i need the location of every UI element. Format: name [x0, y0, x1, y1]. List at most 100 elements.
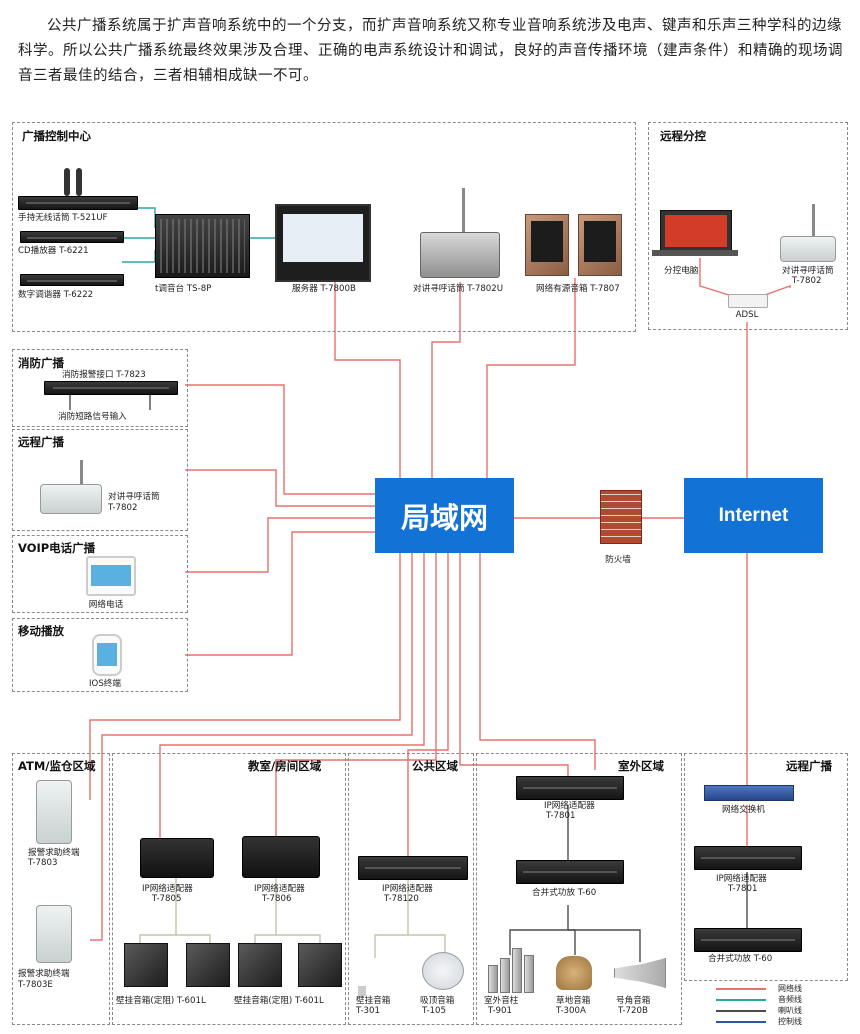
outdoor-lawn-label: 草地音箱 [556, 996, 591, 1006]
public-ceiling-model: T-105 [422, 1006, 446, 1016]
outdoor-adapter-model: T-7801 [546, 811, 576, 821]
mixer-icon [155, 214, 250, 278]
ios-phone-icon [92, 634, 122, 676]
outdoor-lawn-model: T-300A [556, 1006, 586, 1016]
laptop-base-icon [652, 250, 738, 256]
remote-intercom-icon [780, 236, 836, 262]
firewall-icon [600, 490, 642, 544]
public-adapter-label: IP网络适配器 [382, 884, 433, 894]
mixer-label: t调音台 TS-8P [155, 284, 212, 294]
server-icon [275, 204, 371, 282]
active-speaker-icon [525, 214, 569, 276]
network-switch-icon [704, 785, 794, 801]
active-speaker-label: 网络有源音箱 T-7807 [536, 284, 620, 294]
voip-region [12, 535, 188, 613]
internet-hub: Internet [684, 478, 823, 553]
wall-speaker-icon-4 [298, 943, 342, 987]
remote-gooseneck-icon [812, 204, 815, 238]
cd-player-label: CD播放器 T-6221 [18, 246, 89, 256]
remote-broadcast-right-region [684, 753, 848, 981]
atm-term1-model: T-7803 [28, 858, 58, 868]
remote-left-model-label: T-7802 [108, 503, 138, 513]
active-speaker-icon-2 [578, 214, 622, 276]
ip-adapter-7806-icon [242, 836, 320, 878]
mobile-title: 移动播放 [18, 624, 64, 638]
wall-speaker-icon-1 [124, 943, 168, 987]
wireless-mic-receiver-icon [18, 196, 138, 210]
legend-control-label: 控制线 [778, 1017, 802, 1026]
intercom-mic-icon [420, 232, 500, 278]
remote-left-gooseneck-icon [80, 460, 83, 488]
outdoor-column-label: 室外音柱 [484, 996, 519, 1006]
legend-speaker-swatch [716, 1010, 766, 1012]
wireless-mic-label: 手持无线话筒 T-521UF [18, 213, 108, 223]
atm-term1-label: 报警求助终端 [28, 848, 80, 858]
gooseneck-icon [462, 188, 465, 234]
control-center-region [12, 122, 636, 332]
fire-title: 消防广播 [18, 356, 64, 370]
outdoor-region [476, 753, 682, 1025]
outdoor-horn-model: T-720B [618, 1006, 648, 1016]
network-lines [89, 258, 791, 941]
remote-control-title: 远程分控 [660, 129, 706, 143]
classroom-adapter1-label: IP网络适配器 [142, 884, 193, 894]
intercom-mic-label: 对讲寻呼话筒 T-7802U [413, 284, 504, 294]
remote-right-adapter-label: IP网络适配器 [716, 874, 767, 884]
classroom-adapter1-model: T-7805 [152, 894, 182, 904]
remote-right-switch-label: 网络交换机 [722, 805, 765, 815]
tuner-label: 数字调谐器 T-6222 [18, 290, 94, 300]
remote-right-adapter-model: T-7801 [728, 884, 758, 894]
remote-control-region [648, 122, 848, 330]
lawn-speaker-icon [556, 956, 592, 990]
classroom-region [112, 753, 346, 1025]
remote-right-adapter-icon [694, 846, 802, 870]
legend-control-swatch [716, 1021, 766, 1023]
voip-device-label: 网络电话 [88, 600, 124, 610]
column-speaker-icon-3 [512, 948, 522, 993]
adsl-router-icon [728, 294, 768, 308]
fire-device-label: 消防报警接口 T-7823 [62, 370, 146, 380]
column-speaker-icon-4 [524, 955, 534, 993]
legend-network-label: 网络线 [778, 984, 802, 993]
remote-intercom-model: T-7802 [792, 276, 822, 286]
classroom-speaker-lines [139, 876, 446, 958]
remote-left-intercom-icon [40, 484, 102, 514]
classroom-speaker2-label: 壁挂音箱(定阻) T-601L [234, 996, 324, 1006]
fire-input-line [69, 395, 151, 410]
tuner-icon [20, 274, 124, 286]
intro-paragraph: 公共广播系统属于扩声音响系统中的一个分支，而扩声音响系统又称专业音响系统涉及电声… [18, 18, 843, 84]
legend-speaker-label: 喇叭线 [778, 1006, 802, 1015]
handheld-mic-icon-2 [76, 168, 82, 196]
classroom-adapter2-model: T-7806 [262, 894, 292, 904]
outdoor-column-model: T-901 [488, 1006, 512, 1016]
column-speaker-icon [488, 965, 498, 993]
outdoor-amp-label: 合并式功放 T-60 [532, 888, 597, 898]
wall-speaker-icon-2 [186, 943, 230, 987]
public-region [348, 753, 474, 1025]
mobile-region [12, 618, 188, 692]
remote-broadcast-left-title: 远程广播 [18, 435, 64, 449]
public-ceiling-label: 吸顶音箱 [420, 996, 455, 1006]
speaker-lines [509, 805, 748, 962]
adsl-label: ADSL [735, 310, 759, 320]
remote-left-device-label: 对讲寻呼话筒 [108, 492, 160, 502]
classroom-speaker1-label: 壁挂音箱(定阻) T-601L [116, 996, 206, 1006]
laptop-icon [660, 210, 732, 252]
public-title: 公共区域 [412, 759, 458, 773]
fire-interface-icon [44, 381, 178, 395]
server-label: 服务器 T-7800B [292, 284, 356, 294]
legend-audio-swatch [716, 999, 766, 1001]
column-speaker-icon-2 [500, 958, 510, 993]
remote-right-amp-icon [694, 928, 802, 952]
public-wall-label: 壁挂音箱 [356, 996, 391, 1006]
atm-term2-label: 报警求助终端 [18, 969, 70, 979]
atm-term2-model: T-7803E [18, 980, 53, 990]
outdoor-amp-icon [516, 860, 624, 884]
remote-intercom-label: 对讲寻呼话筒 [782, 266, 834, 276]
ceiling-speaker-icon [422, 952, 464, 990]
remote-broadcast-left-region [12, 429, 188, 531]
voip-phone-icon [86, 556, 136, 596]
outdoor-title: 室外区域 [618, 759, 664, 773]
firewall-label: 防火墙 [605, 555, 631, 565]
